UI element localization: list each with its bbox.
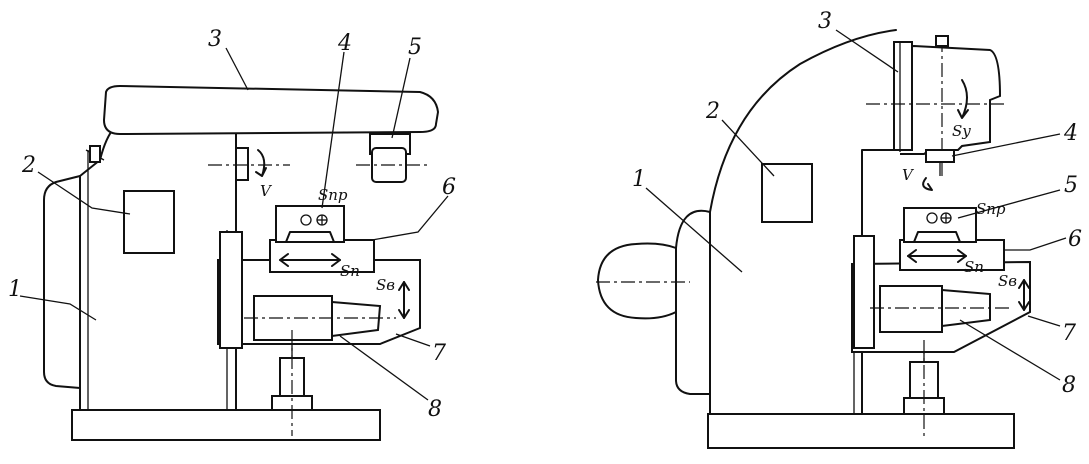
right-label-spr: Sпр bbox=[976, 200, 1006, 218]
left-table bbox=[275, 205, 345, 243]
left-overarm bbox=[102, 84, 440, 136]
right-label-5: 5 bbox=[1064, 173, 1078, 198]
right-label-su: Sy bbox=[952, 122, 971, 140]
left-label-sv: Sв bbox=[376, 276, 395, 294]
right-label-2: 2 bbox=[705, 99, 720, 124]
left-label-spr: Sпр bbox=[318, 186, 348, 204]
right-column-front bbox=[675, 209, 711, 415]
left-machine bbox=[19, 47, 449, 441]
left-label-4: 4 bbox=[337, 31, 352, 56]
left-label-2: 2 bbox=[21, 153, 36, 178]
right-label-sv: Sв bbox=[998, 272, 1017, 290]
right-label-3: 3 bbox=[818, 9, 832, 34]
left-label-8: 8 bbox=[428, 397, 442, 422]
right-label-v: V bbox=[902, 166, 915, 184]
left-column bbox=[79, 119, 237, 411]
right-control-box bbox=[761, 163, 813, 223]
left-label-5: 5 bbox=[408, 35, 422, 60]
right-label-6: 6 bbox=[1068, 227, 1082, 252]
left-motor bbox=[43, 175, 81, 389]
left-label-1: 1 bbox=[8, 277, 22, 302]
right-machine bbox=[596, 29, 1067, 449]
right-label-1: 1 bbox=[632, 167, 646, 192]
right-label-4: 4 bbox=[1063, 121, 1078, 146]
right-table bbox=[903, 207, 977, 243]
right-label-8: 8 bbox=[1062, 373, 1076, 398]
right-label-sp: Sп bbox=[964, 258, 984, 276]
right-base bbox=[707, 413, 1015, 449]
left-label-sp: Sп bbox=[340, 262, 360, 280]
left-control-box bbox=[123, 190, 175, 254]
left-label-v: V bbox=[260, 182, 273, 200]
right-labels: 1 2 3 4 5 6 7 8 V Sпр Sп Sв Sy bbox=[632, 9, 1082, 398]
left-base bbox=[71, 409, 381, 441]
right-motor bbox=[597, 242, 677, 320]
left-label-3: 3 bbox=[208, 27, 222, 52]
left-label-6: 6 bbox=[442, 175, 456, 200]
right-label-7: 7 bbox=[1062, 321, 1076, 346]
left-labels: 1 2 3 4 5 6 7 8 V Sпр Sп Sв bbox=[8, 27, 456, 422]
right-column-arc bbox=[709, 29, 897, 213]
left-label-7: 7 bbox=[432, 341, 446, 366]
right-gearbox bbox=[879, 285, 943, 333]
